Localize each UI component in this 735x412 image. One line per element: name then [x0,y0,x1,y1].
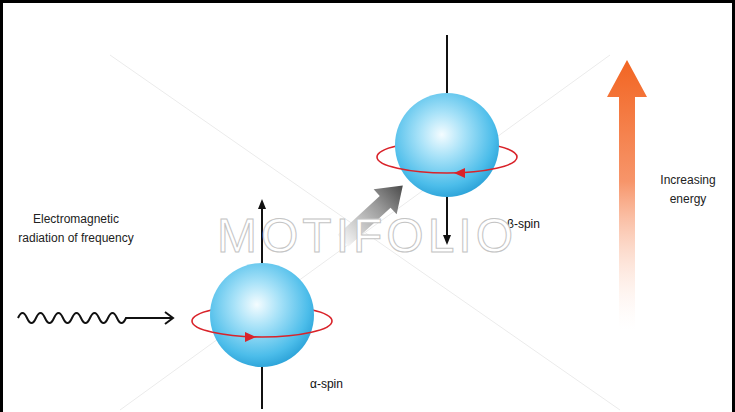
axis-arrowhead [258,199,266,209]
caption-label: Increasing energy [648,171,728,209]
rotation-arrowhead [454,168,465,178]
watermark: MOTIFOLIO [157,209,577,263]
orbit-front [377,157,517,173]
sphere [210,263,314,367]
wave-arrowhead [165,312,173,324]
orbit-front [192,321,332,337]
energy-arrow [607,60,647,330]
spin-sphere: β-spin [395,93,499,197]
caption-label: Electromagnetic radiation of frequency [14,210,138,248]
sphere-drawing [210,263,314,367]
watermark-line [110,55,620,410]
wave-symbol [18,313,172,323]
spin-label: α-spin [310,377,343,391]
sphere-drawing [395,93,499,197]
rotation-arrowhead [245,332,256,342]
spin-sphere: α-spin [210,263,314,367]
sphere [395,93,499,197]
watermark-line [120,55,610,410]
